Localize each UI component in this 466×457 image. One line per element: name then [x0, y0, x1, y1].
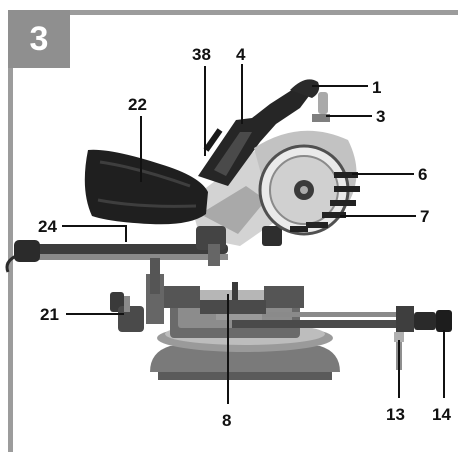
slide-rail	[5, 240, 228, 294]
safety-lever	[312, 92, 330, 122]
blade-guard	[254, 130, 357, 236]
callout-8: 8	[222, 411, 231, 430]
handle-grip	[290, 79, 320, 98]
callout-14: 14	[432, 405, 451, 424]
callout-labels: 1 3 4 38 22 6 7 24 21 8 13 14	[38, 45, 451, 430]
dust-bag	[84, 149, 208, 225]
lower-guard-fins	[290, 172, 360, 232]
leader-lines	[62, 64, 445, 404]
callout-3: 3	[376, 107, 385, 126]
callout-4: 4	[236, 45, 246, 64]
callout-7: 7	[420, 207, 429, 226]
callout-6: 6	[418, 165, 427, 184]
callout-1: 1	[372, 78, 381, 97]
locking-knob	[414, 310, 452, 332]
callout-24: 24	[38, 217, 57, 236]
figure-number-badge: 3	[8, 10, 70, 68]
leader-24	[62, 225, 127, 242]
callout-21: 21	[40, 305, 59, 324]
saw-table	[200, 282, 266, 320]
callout-38: 38	[192, 45, 211, 64]
extension-arm	[232, 306, 414, 332]
callout-22: 22	[128, 95, 147, 114]
saw-handle	[198, 86, 312, 186]
figure-frame	[8, 10, 458, 452]
callout-13: 13	[386, 405, 405, 424]
